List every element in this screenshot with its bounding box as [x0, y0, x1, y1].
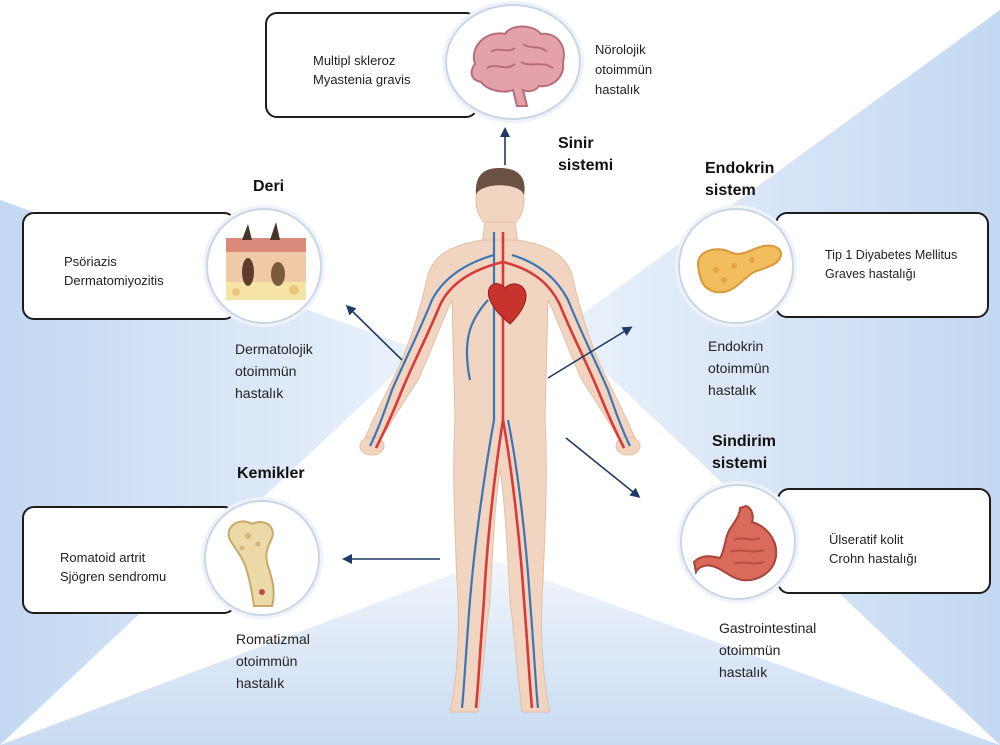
- arrow-to-skin: [345, 304, 403, 361]
- digestive-circle: [680, 484, 796, 600]
- nervous-title: Sinir sistemi: [558, 135, 614, 174]
- hair: [475, 168, 525, 195]
- bg-wedge-bottom: [0, 560, 1000, 745]
- brain-icon: [470, 25, 565, 107]
- pancreas-icon: [696, 244, 782, 294]
- nervous-circle: [445, 4, 581, 120]
- skin-disease-box: Psöriazis Dermatomiyozitis: [22, 212, 236, 320]
- skin-circle: [206, 208, 322, 324]
- nervous-disease-box: Multipl skleroz Myastenia gravis: [265, 12, 478, 118]
- bones-circle: [204, 500, 320, 616]
- bones-disease-list: Romatoid artrit Sjögren sendromu: [60, 550, 167, 584]
- digestive-disease-box: Ülseratif kolit Crohn hastalığı: [777, 488, 991, 594]
- nervous-category: Nörolojik otoimmün hastalık: [595, 42, 653, 97]
- bones-category: Romatizmal otoimmün hastalık: [236, 631, 310, 691]
- nervous-disease-list: Multipl skleroz Myastenia gravis: [313, 53, 411, 87]
- heart-icon: [488, 283, 527, 325]
- digestive-disease-list: Ülseratif kolit Crohn hastalığı: [829, 532, 918, 566]
- arteries: [374, 232, 626, 709]
- arrow-to-endocrine: [547, 326, 633, 379]
- skin-disease-list: Psöriazis Dermatomiyozitis: [64, 254, 164, 288]
- skin-title: Deri: [253, 178, 285, 195]
- endocrine-circle: [678, 208, 794, 324]
- digestive-category: Gastrointestinal otoimmün hastalık: [719, 620, 817, 680]
- endocrine-title: Endokrin sistem: [705, 160, 775, 199]
- bone-icon: [227, 520, 275, 607]
- stomach-icon: [692, 504, 778, 582]
- skin-category: Dermatolojik otoimmün hastalık: [235, 341, 313, 401]
- skin-layers-icon: [226, 222, 306, 300]
- bones-title: Kemikler: [237, 465, 305, 482]
- endocrine-category: Endokrin otoimmün hastalık: [708, 338, 770, 398]
- endocrine-disease-list: Tip 1 Diyabetes Mellitus Graves hastalığ…: [825, 248, 958, 281]
- endocrine-disease-box: Tip 1 Diyabetes Mellitus Graves hastalığ…: [775, 212, 989, 318]
- bones-disease-box: Romatoid artrit Sjögren sendromu: [22, 506, 236, 614]
- digestive-title: Sindirim sistemi: [712, 433, 777, 472]
- arrow-to-digestive: [565, 437, 641, 498]
- veins: [369, 232, 631, 709]
